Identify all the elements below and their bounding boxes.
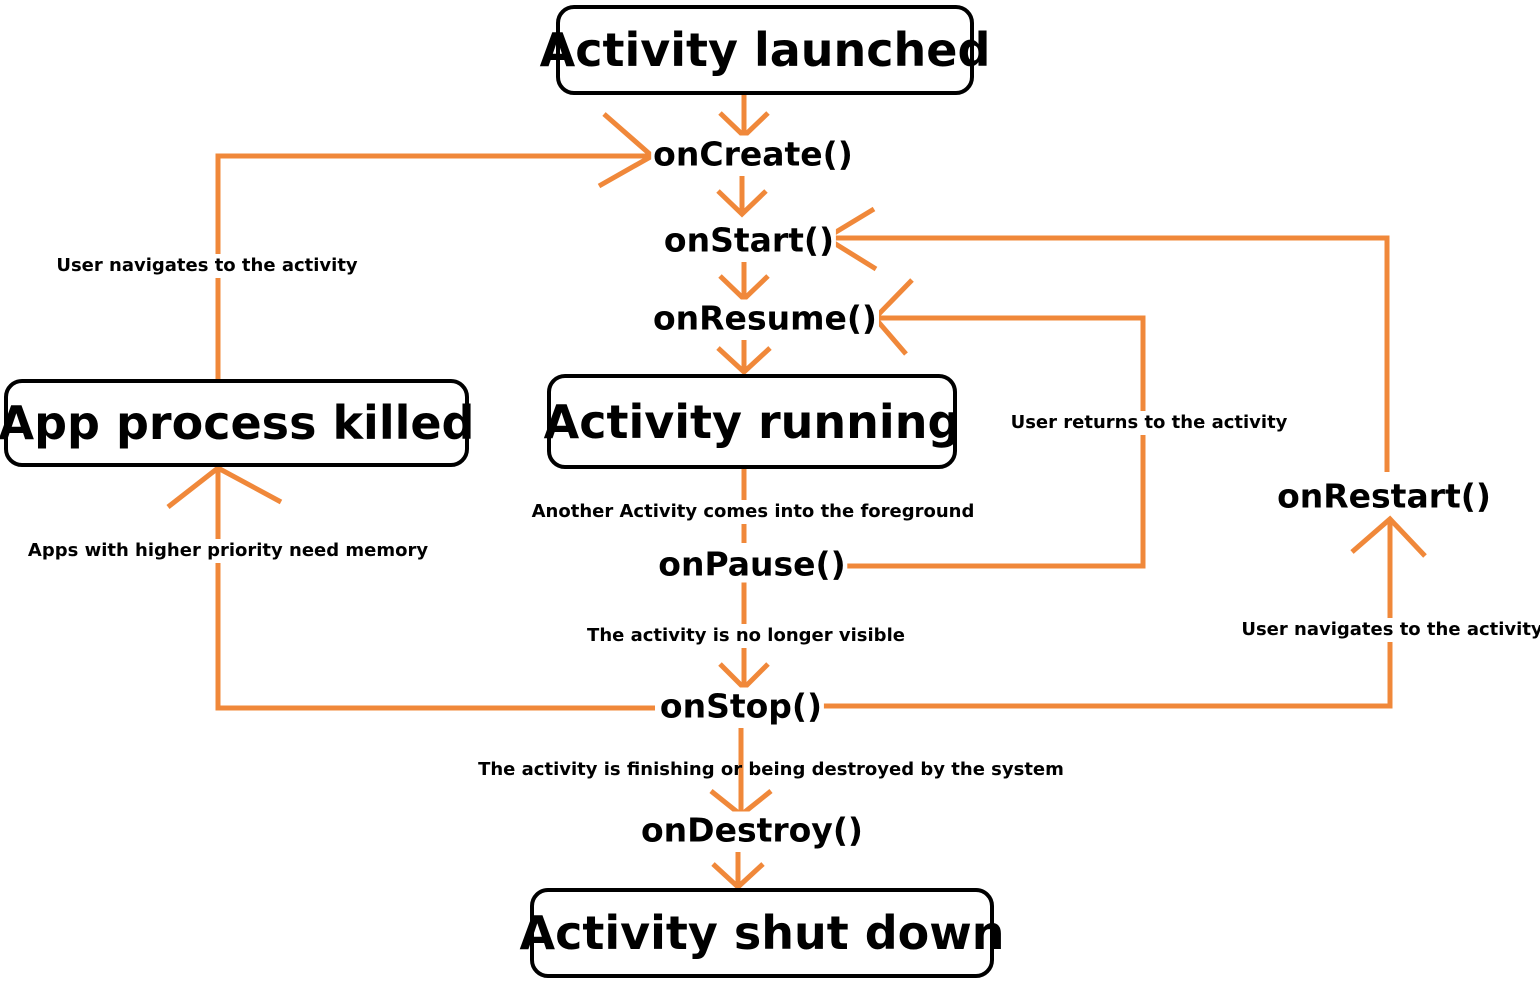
state-activity-launched: Activity launched	[540, 5, 990, 95]
callback-ondestroy: onDestroy()	[639, 810, 865, 850]
arrow-killed-to-oncreate	[215, 153, 652, 380]
state-activity-shut-down: Activity shut down	[519, 888, 1005, 978]
label-another-foreground: Another Activity comes into the foregrou…	[527, 500, 979, 524]
callback-onstart: onStart()	[661, 220, 837, 260]
arrowhead-shutdown	[711, 862, 765, 891]
arrowhead-onrestart	[1350, 515, 1427, 558]
arrow-onstop-to-onrestart	[823, 522, 1393, 709]
callback-onrestart: onRestart()	[1275, 476, 1493, 516]
label-finishing: The activity is finishing or being destr…	[478, 759, 1064, 780]
label-higher-priority-memory: Apps with higher priority need memory	[23, 539, 433, 563]
arrowhead-onresume	[718, 274, 770, 303]
state-app-process-killed-label: App process killed	[0, 396, 475, 450]
label-no-longer-visible: The activity is no longer visible	[583, 624, 909, 648]
arrowhead-onstart	[716, 189, 768, 218]
arrow-onrestart-to-onstart	[826, 235, 1390, 472]
callback-onstop: onStop()	[657, 686, 825, 726]
arrowhead-oncreate-left	[597, 112, 657, 189]
state-activity-launched-label: Activity launched	[539, 23, 991, 77]
callback-onresume: onResume()	[650, 298, 880, 338]
state-activity-shut-down-label: Activity shut down	[519, 906, 1005, 960]
label-navigate-restart: User navigates to the activity	[1237, 618, 1540, 642]
state-app-process-killed: App process killed	[0, 379, 474, 467]
state-activity-running-label: Activity running	[543, 394, 961, 449]
callback-onpause: onPause()	[656, 544, 848, 584]
arrowhead-running	[716, 346, 772, 376]
label-navigate-from-killed: User navigates to the activity	[52, 254, 362, 278]
arrow-onpause-to-onresume	[843, 315, 1146, 569]
label-user-returns: User returns to the activity	[1006, 411, 1292, 435]
callback-oncreate: onCreate()	[651, 134, 855, 174]
arrowhead-killed	[166, 465, 283, 509]
state-activity-running: Activity running	[544, 374, 960, 469]
